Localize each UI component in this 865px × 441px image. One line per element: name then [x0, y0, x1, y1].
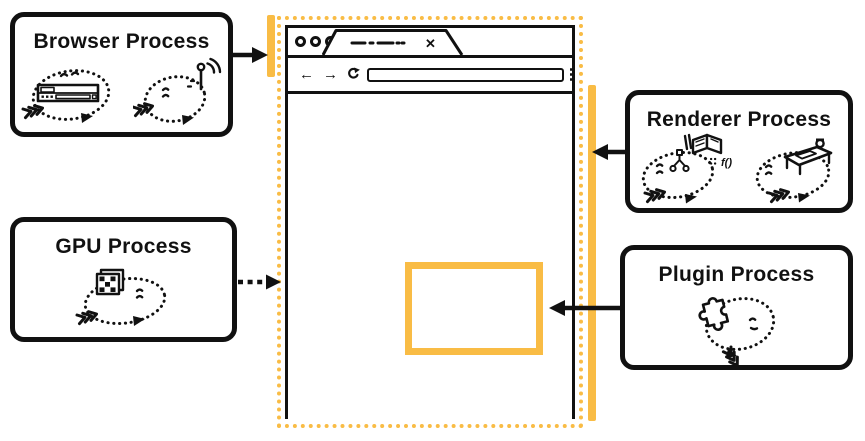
renderer-process-box: Renderer Process f() [625, 90, 853, 213]
arrow-gpu-to-window-dashed [238, 274, 281, 290]
window-titlebar: ✕ [288, 28, 572, 58]
browser-process-label: Browser Process [33, 30, 210, 53]
gpu-process-characters [15, 259, 232, 337]
window-toolbar: ← → [288, 58, 572, 94]
gpu-process-box: GPU Process [10, 217, 237, 342]
plugin-process-box: Plugin Process [620, 245, 853, 370]
drafting-table-icon [783, 138, 833, 176]
mini-browser-bar-icon [36, 83, 99, 103]
arrow-browser-to-chrome [233, 47, 268, 63]
layout-desk-character-icon [755, 138, 833, 204]
plugin-process-label: Plugin Process [658, 263, 815, 286]
antenna-icon [186, 57, 221, 91]
url-bar[interactable] [367, 67, 564, 82]
plugin-region [405, 262, 543, 355]
plugin-character-icon [697, 297, 775, 367]
browser-process-characters [15, 54, 228, 132]
puzzle-piece-icon [697, 297, 729, 331]
reload-icon[interactable] [345, 66, 361, 83]
pencil-icon [683, 133, 693, 151]
arrow-renderer-to-content [592, 144, 626, 160]
forward-icon[interactable]: → [323, 66, 338, 83]
book-icon [691, 133, 723, 155]
tab-close-icon[interactable]: ✕ [425, 36, 436, 51]
window-button-icon[interactable] [295, 36, 306, 47]
browser-process-box: Browser Process [10, 12, 233, 137]
dom-tree-icon [669, 149, 690, 173]
pixel-grid-icon [95, 268, 124, 296]
chrome-highlight-bar [267, 15, 275, 77]
browser-window: ✕ ← → [285, 25, 575, 422]
gpu-process-label: GPU Process [55, 235, 192, 258]
menu-kebab-icon[interactable] [569, 68, 572, 81]
network-character-icon [132, 57, 221, 125]
renderer-process-label: Renderer Process [646, 108, 832, 131]
plugin-process-characters [625, 287, 848, 367]
browser-ui-character-icon [21, 69, 110, 123]
browser-tab[interactable]: ✕ [322, 28, 464, 55]
gpu-character-icon [75, 268, 166, 326]
window-button-icon[interactable] [310, 36, 321, 47]
renderer-process-characters: f() [630, 132, 848, 208]
page-content-area [288, 94, 572, 422]
window-dotted-outline [277, 16, 583, 428]
dom-js-character-icon: f() [641, 133, 732, 204]
back-icon[interactable]: ← [299, 66, 314, 83]
function-icon: f() [721, 157, 732, 169]
content-highlight-bar [588, 85, 596, 421]
